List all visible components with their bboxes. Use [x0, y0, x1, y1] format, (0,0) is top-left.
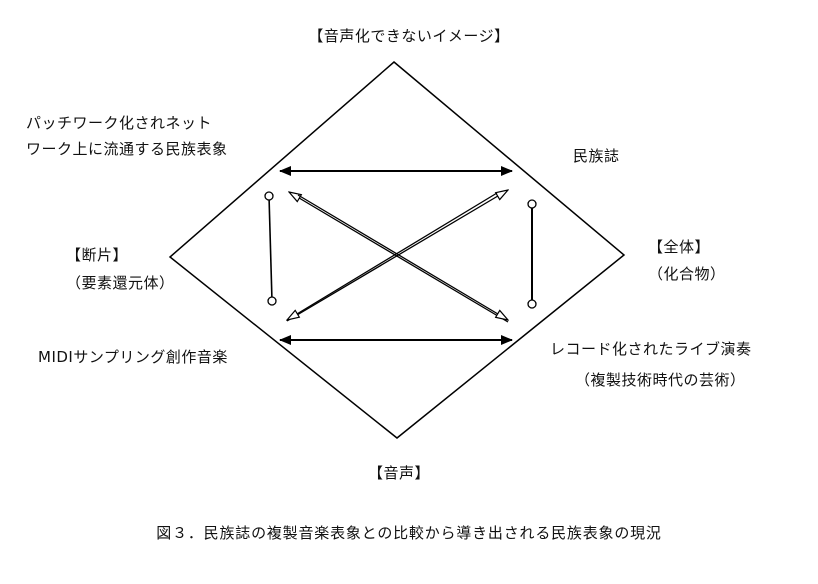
label-left-line1: 【断片】 — [66, 246, 129, 264]
diagonal-arrow-to-bottom-left — [287, 192, 498, 320]
left-vertical-connector — [268, 195, 273, 302]
label-top-left-line2: ワーク上に流通する民族表象 — [26, 140, 228, 158]
label-top-left-line1: パッチワーク化されネット — [26, 114, 213, 132]
label-bottom-right-line1: レコード化されたライブ演奏 — [550, 340, 752, 358]
right-connector-bottom-dot — [527, 299, 537, 309]
left-connector-bottom-dot — [267, 296, 277, 306]
label-bottom-left: MIDIサンプリング創作音楽 — [38, 348, 228, 366]
diagonal-arrow-to-top-right — [286, 190, 508, 322]
label-right-line2: （化合物） — [648, 265, 726, 283]
diagonal-arrow-to-bottom-right — [297, 194, 508, 320]
diagonal-arrow-to-top-left — [289, 192, 509, 323]
label-top-right: 民族誌 — [573, 147, 620, 165]
label-left-line2: （要素還元体） — [66, 274, 175, 292]
left-connector-top-dot — [264, 191, 274, 201]
label-bottom: 【音声】 — [367, 464, 430, 482]
right-connector-top-dot — [527, 199, 537, 209]
label-top: 【音声化できないイメージ】 — [308, 27, 510, 45]
label-right-line1: 【全体】 — [648, 238, 711, 256]
label-bottom-right-line2: （複製技術時代の芸術） — [575, 371, 746, 389]
figure-caption: 図３．民族誌の複製音楽表象との比較から導き出される民族表象の現況 — [156, 524, 662, 542]
diamond-frame — [168, 61, 626, 439]
